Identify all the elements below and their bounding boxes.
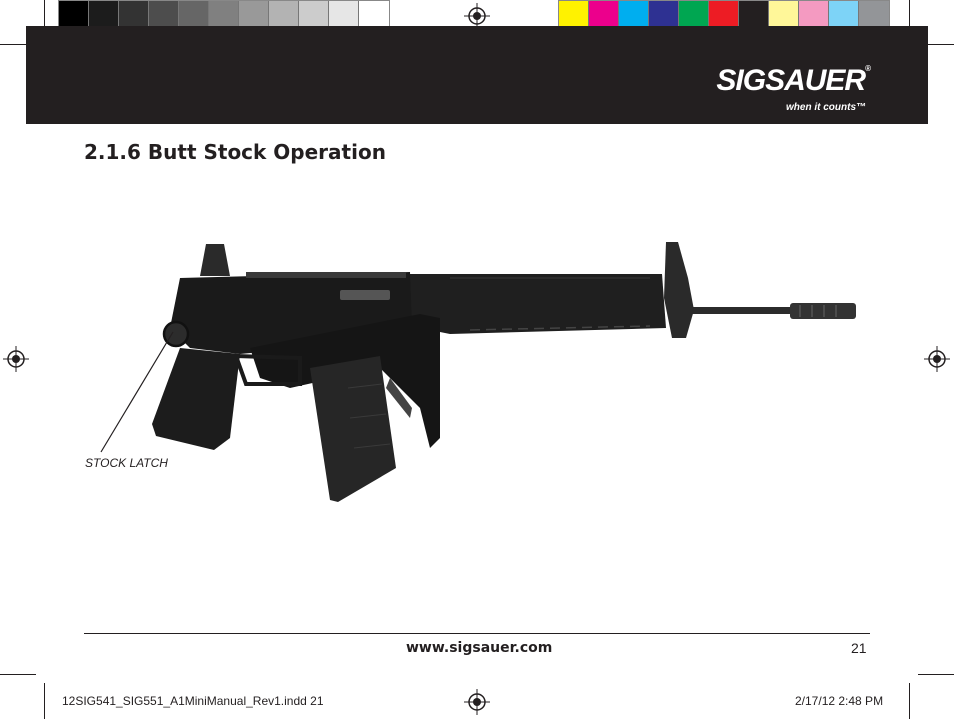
footer-url[interactable]: www.sigsauer.com	[406, 640, 553, 656]
grayscale-swatch	[89, 1, 119, 30]
registration-mark-icon	[3, 346, 29, 372]
grayscale-swatch	[59, 1, 89, 30]
crop-mark	[0, 674, 36, 675]
grayscale-swatch	[119, 1, 149, 30]
rifle-handguard	[400, 274, 666, 334]
footer-rule	[84, 633, 870, 634]
process-swatch	[769, 1, 799, 30]
process-swatch	[619, 1, 649, 30]
grayscale-swatch	[239, 1, 269, 30]
crop-mark	[44, 683, 45, 719]
logo-registered-mark: ®	[865, 64, 871, 73]
registration-mark-icon	[924, 346, 950, 372]
grayscale-swatch	[359, 1, 389, 30]
rifle-pistol-grip	[152, 348, 240, 450]
crop-mark	[918, 44, 954, 45]
stock-latch-knob	[164, 322, 188, 346]
page-number: 21	[851, 640, 867, 656]
section-title: 2.1.6 Butt Stock Operation	[84, 140, 386, 164]
crop-mark	[918, 674, 954, 675]
process-swatch	[649, 1, 679, 30]
process-swatch	[589, 1, 619, 30]
rifle-barrel	[680, 307, 820, 314]
process-swatch	[799, 1, 829, 30]
process-swatch	[859, 1, 889, 30]
print-slug-file: 12SIG541_SIG551_A1MiniManual_Rev1.indd 2…	[62, 694, 324, 708]
rifle-trigger-guard	[233, 353, 302, 386]
grayscale-swatch	[209, 1, 239, 30]
crop-mark	[0, 44, 36, 45]
registration-mark-icon	[464, 689, 490, 715]
crop-mark	[44, 0, 45, 36]
callout-leader-line	[100, 331, 174, 453]
rifle-illustration	[152, 242, 856, 502]
grayscale-swatch	[149, 1, 179, 30]
process-swatch	[739, 1, 769, 30]
crop-mark	[909, 683, 910, 719]
logo-tagline: when it counts™	[786, 102, 866, 113]
rifle-folding-stock	[250, 314, 440, 448]
process-swatch	[559, 1, 589, 30]
grayscale-swatch	[329, 1, 359, 30]
grayscale-color-bar	[58, 0, 390, 31]
grayscale-swatch	[179, 1, 209, 30]
print-slug-datetime: 2/17/12 2:48 PM	[795, 694, 884, 708]
grayscale-swatch	[269, 1, 299, 30]
rifle-front-sight	[664, 242, 694, 338]
page-header-band: SIGSAUER® when it counts™	[26, 26, 928, 124]
crop-mark	[909, 0, 910, 36]
rifle-flash-hider	[790, 303, 856, 319]
sigsauer-logo: SIGSAUER®	[716, 64, 871, 98]
process-swatch	[829, 1, 859, 30]
grayscale-swatch	[299, 1, 329, 30]
rifle-rear-sight	[200, 244, 230, 276]
stock-latch-callout: STOCK LATCH	[85, 456, 168, 470]
process-color-bar	[558, 0, 890, 31]
registration-mark-icon	[464, 3, 490, 29]
rifle-magazine	[310, 356, 396, 502]
process-swatch	[709, 1, 739, 30]
process-swatch	[679, 1, 709, 30]
logo-text: SIGSAUER	[716, 64, 866, 97]
